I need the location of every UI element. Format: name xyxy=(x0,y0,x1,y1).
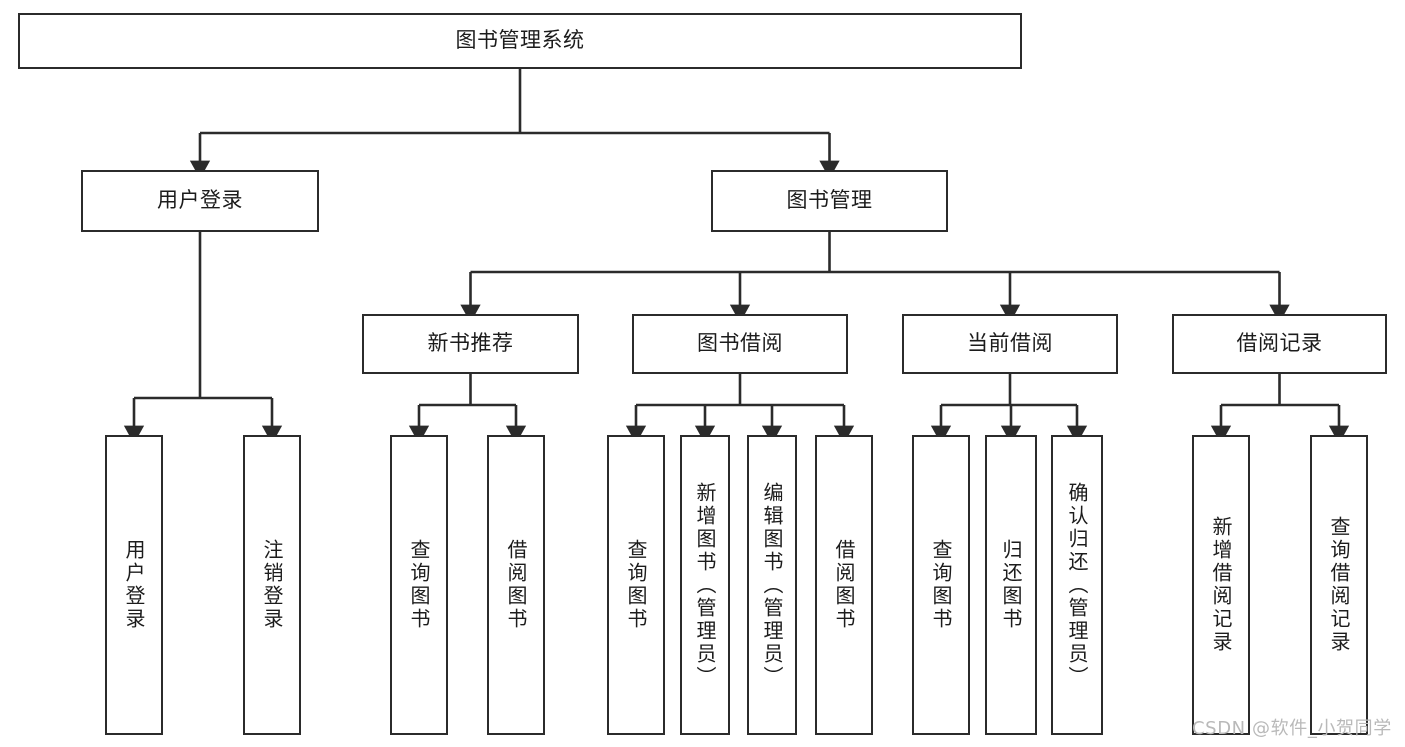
node-l-bor-1[interactable]: 查询图书 xyxy=(607,435,665,735)
node-n-login[interactable]: 用户登录 xyxy=(81,170,319,232)
node-label: 注销登录 xyxy=(260,539,284,631)
node-n-borrow[interactable]: 图书借阅 xyxy=(632,314,848,374)
node-label: 图书借阅 xyxy=(697,331,783,356)
node-l-rec-1[interactable]: 新增借阅记录 xyxy=(1192,435,1250,735)
node-l-bor-3[interactable]: 编辑图书（管理员） xyxy=(747,435,797,735)
node-label: 用户登录 xyxy=(122,539,146,631)
node-label: 图书管理系统 xyxy=(455,28,585,53)
node-l-cur-1[interactable]: 查询图书 xyxy=(912,435,970,735)
node-l-login-1[interactable]: 用户登录 xyxy=(105,435,163,735)
node-root[interactable]: 图书管理系统 xyxy=(18,13,1022,69)
node-label: 查询借阅记录 xyxy=(1327,516,1351,654)
node-label: 借阅图书 xyxy=(504,539,528,631)
node-label: 编辑图书（管理员） xyxy=(760,481,784,689)
node-label: 新增图书（管理员） xyxy=(693,481,717,689)
node-label: 借阅图书 xyxy=(832,539,856,631)
node-label: 查询图书 xyxy=(929,539,953,631)
node-label: 新书推荐 xyxy=(427,331,514,356)
node-l-login-2[interactable]: 注销登录 xyxy=(243,435,301,735)
node-label: 当前借阅 xyxy=(967,331,1053,356)
node-label: 新增借阅记录 xyxy=(1209,516,1233,654)
node-l-cur-2[interactable]: 归还图书 xyxy=(985,435,1037,735)
node-n-newbook[interactable]: 新书推荐 xyxy=(362,314,579,374)
node-l-cur-3[interactable]: 确认归还（管理员） xyxy=(1051,435,1103,735)
node-n-current[interactable]: 当前借阅 xyxy=(902,314,1118,374)
node-n-record[interactable]: 借阅记录 xyxy=(1172,314,1387,374)
node-l-bor-2[interactable]: 新增图书（管理员） xyxy=(680,435,730,735)
node-label: 用户登录 xyxy=(157,188,243,213)
node-label: 归还图书 xyxy=(999,539,1023,631)
node-label: 确认归还（管理员） xyxy=(1065,481,1089,689)
node-l-rec-2[interactable]: 查询借阅记录 xyxy=(1310,435,1368,735)
node-l-new-2[interactable]: 借阅图书 xyxy=(487,435,545,735)
node-label: 查询图书 xyxy=(624,539,648,631)
node-label: 图书管理 xyxy=(786,188,873,213)
node-l-bor-4[interactable]: 借阅图书 xyxy=(815,435,873,735)
node-n-bookmgmt[interactable]: 图书管理 xyxy=(711,170,948,232)
node-label: 借阅记录 xyxy=(1236,331,1323,356)
node-label: 查询图书 xyxy=(407,539,431,631)
node-l-new-1[interactable]: 查询图书 xyxy=(390,435,448,735)
